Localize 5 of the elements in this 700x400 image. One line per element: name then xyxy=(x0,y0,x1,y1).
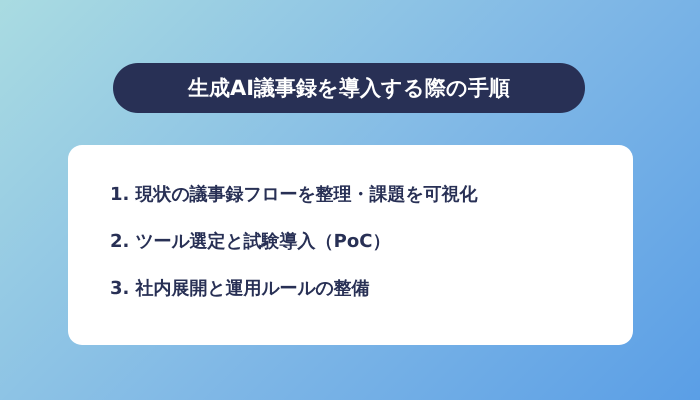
step-text: 2. ツール選定と試験導入（PoC） xyxy=(110,230,390,254)
title-banner: 生成AI議事録を導入する際の手順 xyxy=(113,63,585,113)
step-text: 1. 現状の議事録フローを整理・課題を可視化 xyxy=(110,183,478,207)
step-list-card xyxy=(68,145,633,345)
step-text: 3. 社内展開と運用ルールの整備 xyxy=(110,277,370,301)
